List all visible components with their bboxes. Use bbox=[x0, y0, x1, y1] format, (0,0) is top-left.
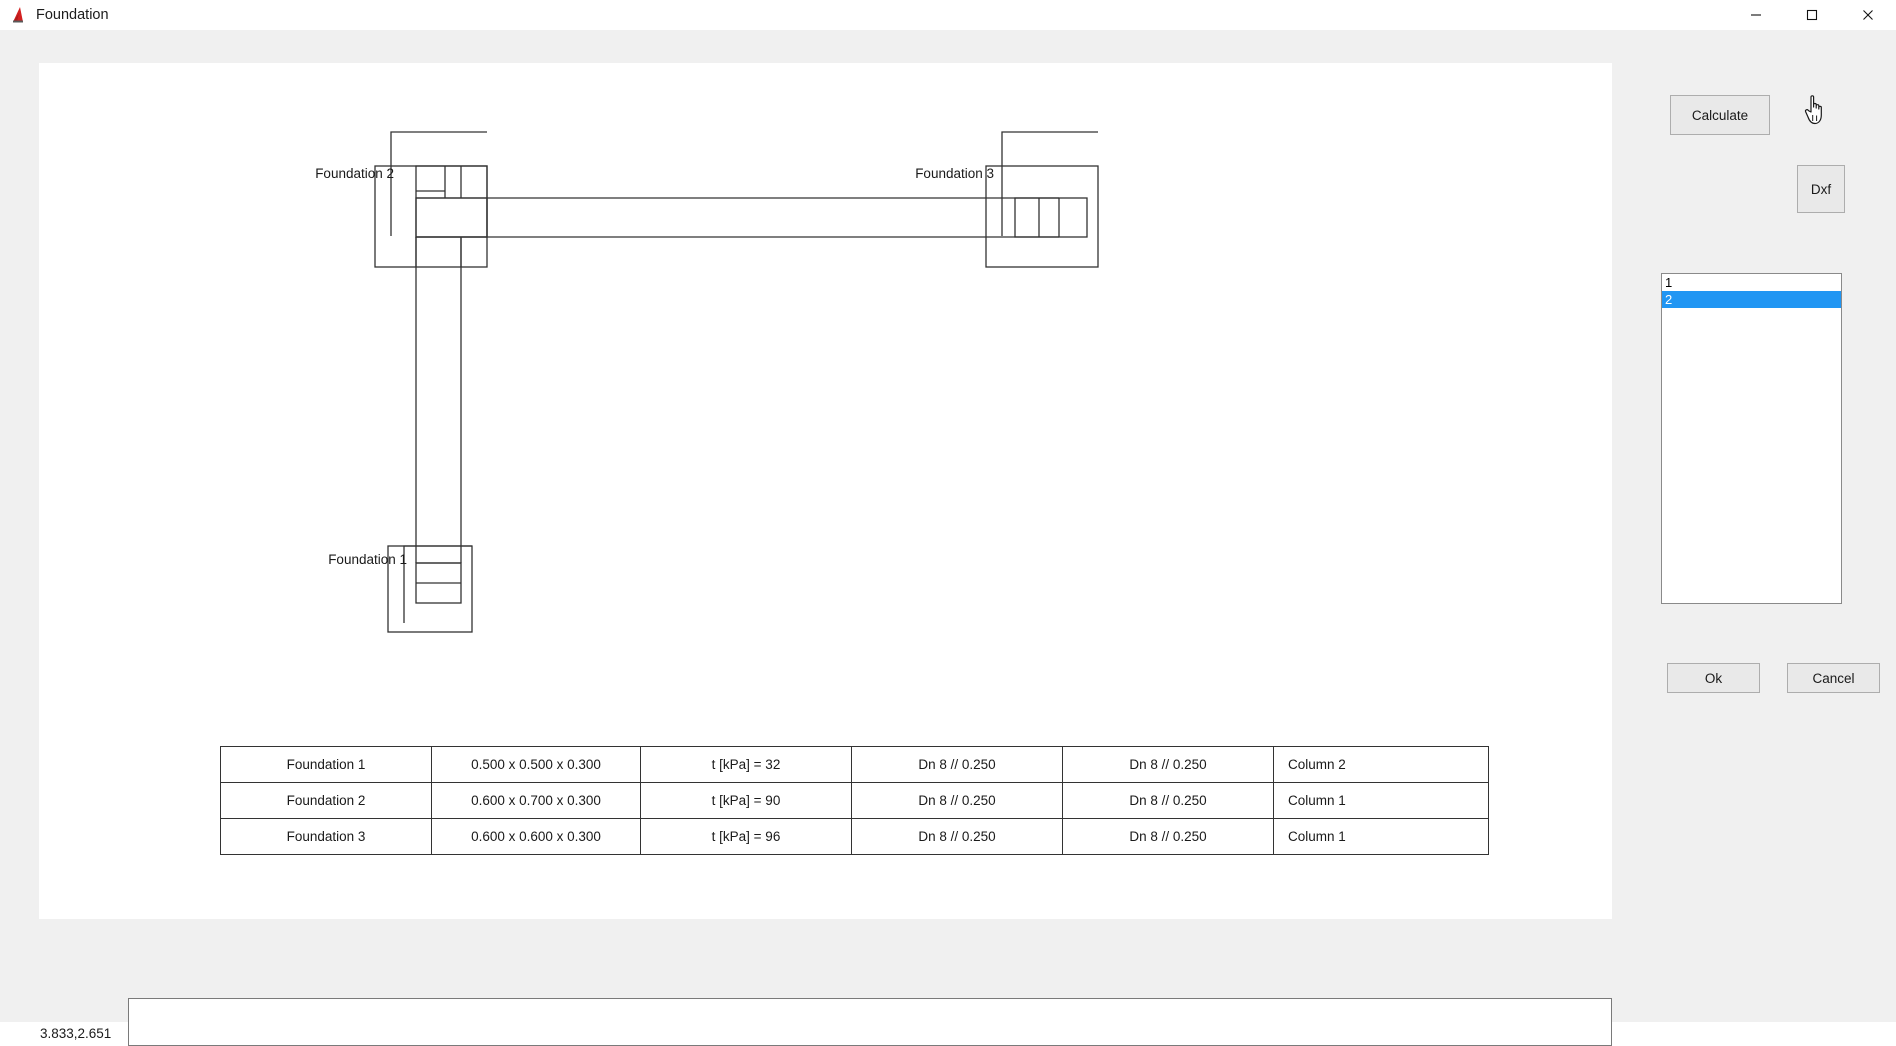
cell-rebar-y: Dn 8 // 0.250 bbox=[1062, 818, 1274, 855]
list-item[interactable]: 1 bbox=[1665, 275, 1673, 290]
cell-column: Column 1 bbox=[1273, 782, 1489, 819]
drawing-label-foundation-3: Foundation 3 bbox=[915, 166, 994, 181]
cell-foundation-name: Foundation 1 bbox=[220, 746, 432, 783]
foundation-plan-drawing: Foundation 2 Foundation 3 Foundation 1 bbox=[315, 131, 1099, 633]
cell-rebar-x: Dn 8 // 0.250 bbox=[851, 818, 1063, 855]
window-title: Foundation bbox=[36, 7, 109, 23]
cell-pressure: t [kPa] = 90 bbox=[640, 782, 852, 819]
cell-pressure: t [kPa] = 32 bbox=[640, 746, 852, 783]
minimize-button[interactable] bbox=[1728, 0, 1784, 30]
hand-pointer-icon bbox=[1804, 95, 1822, 125]
list-item[interactable]: 2 bbox=[1662, 291, 1841, 308]
table-row[interactable]: Foundation 3 0.600 x 0.600 x 0.300 t [kP… bbox=[220, 818, 1489, 855]
drawing-canvas[interactable]: Foundation 2 Foundation 3 Foundation 1 F… bbox=[39, 63, 1612, 919]
cell-pressure: t [kPa] = 96 bbox=[640, 818, 852, 855]
close-button[interactable] bbox=[1840, 0, 1896, 30]
window-body: Foundation 2 Foundation 3 Foundation 1 F… bbox=[0, 30, 1896, 1046]
dxf-export-button[interactable]: Dxf bbox=[1797, 165, 1845, 213]
cell-column: Column 1 bbox=[1273, 818, 1489, 855]
command-input[interactable] bbox=[128, 998, 1612, 1046]
table-row[interactable]: Foundation 1 0.500 x 0.500 x 0.300 t [kP… bbox=[220, 746, 1489, 783]
maximize-button[interactable] bbox=[1784, 0, 1840, 30]
cell-dimensions: 0.600 x 0.600 x 0.300 bbox=[431, 818, 641, 855]
app-triangle-icon bbox=[13, 7, 23, 23]
cell-foundation-name: Foundation 3 bbox=[220, 818, 432, 855]
minimize-icon bbox=[1751, 14, 1761, 16]
drawing-label-foundation-1: Foundation 1 bbox=[328, 552, 407, 567]
maximize-icon bbox=[1806, 9, 1818, 21]
cell-rebar-y: Dn 8 // 0.250 bbox=[1062, 782, 1274, 819]
foundation-list[interactable]: 1 2 bbox=[1661, 273, 1842, 604]
drawing-label-foundation-2: Foundation 2 bbox=[315, 166, 394, 181]
title-bar: Foundation bbox=[0, 0, 1896, 31]
cell-dimensions: 0.600 x 0.700 x 0.300 bbox=[431, 782, 641, 819]
coordinate-readout: 3.833,2.651 bbox=[40, 1026, 112, 1041]
cell-rebar-x: Dn 8 // 0.250 bbox=[851, 746, 1063, 783]
calculate-button[interactable]: Calculate bbox=[1670, 95, 1770, 135]
cancel-button[interactable]: Cancel bbox=[1787, 663, 1880, 693]
cell-column: Column 2 bbox=[1273, 746, 1489, 783]
cell-dimensions: 0.500 x 0.500 x 0.300 bbox=[431, 746, 641, 783]
close-icon bbox=[1863, 10, 1873, 20]
cell-rebar-y: Dn 8 // 0.250 bbox=[1062, 746, 1274, 783]
results-table: Foundation 1 0.500 x 0.500 x 0.300 t [kP… bbox=[220, 746, 1489, 855]
ok-button[interactable]: Ok bbox=[1667, 663, 1760, 693]
cell-foundation-name: Foundation 2 bbox=[220, 782, 432, 819]
cell-rebar-x: Dn 8 // 0.250 bbox=[851, 782, 1063, 819]
table-row[interactable]: Foundation 2 0.600 x 0.700 x 0.300 t [kP… bbox=[220, 782, 1489, 819]
